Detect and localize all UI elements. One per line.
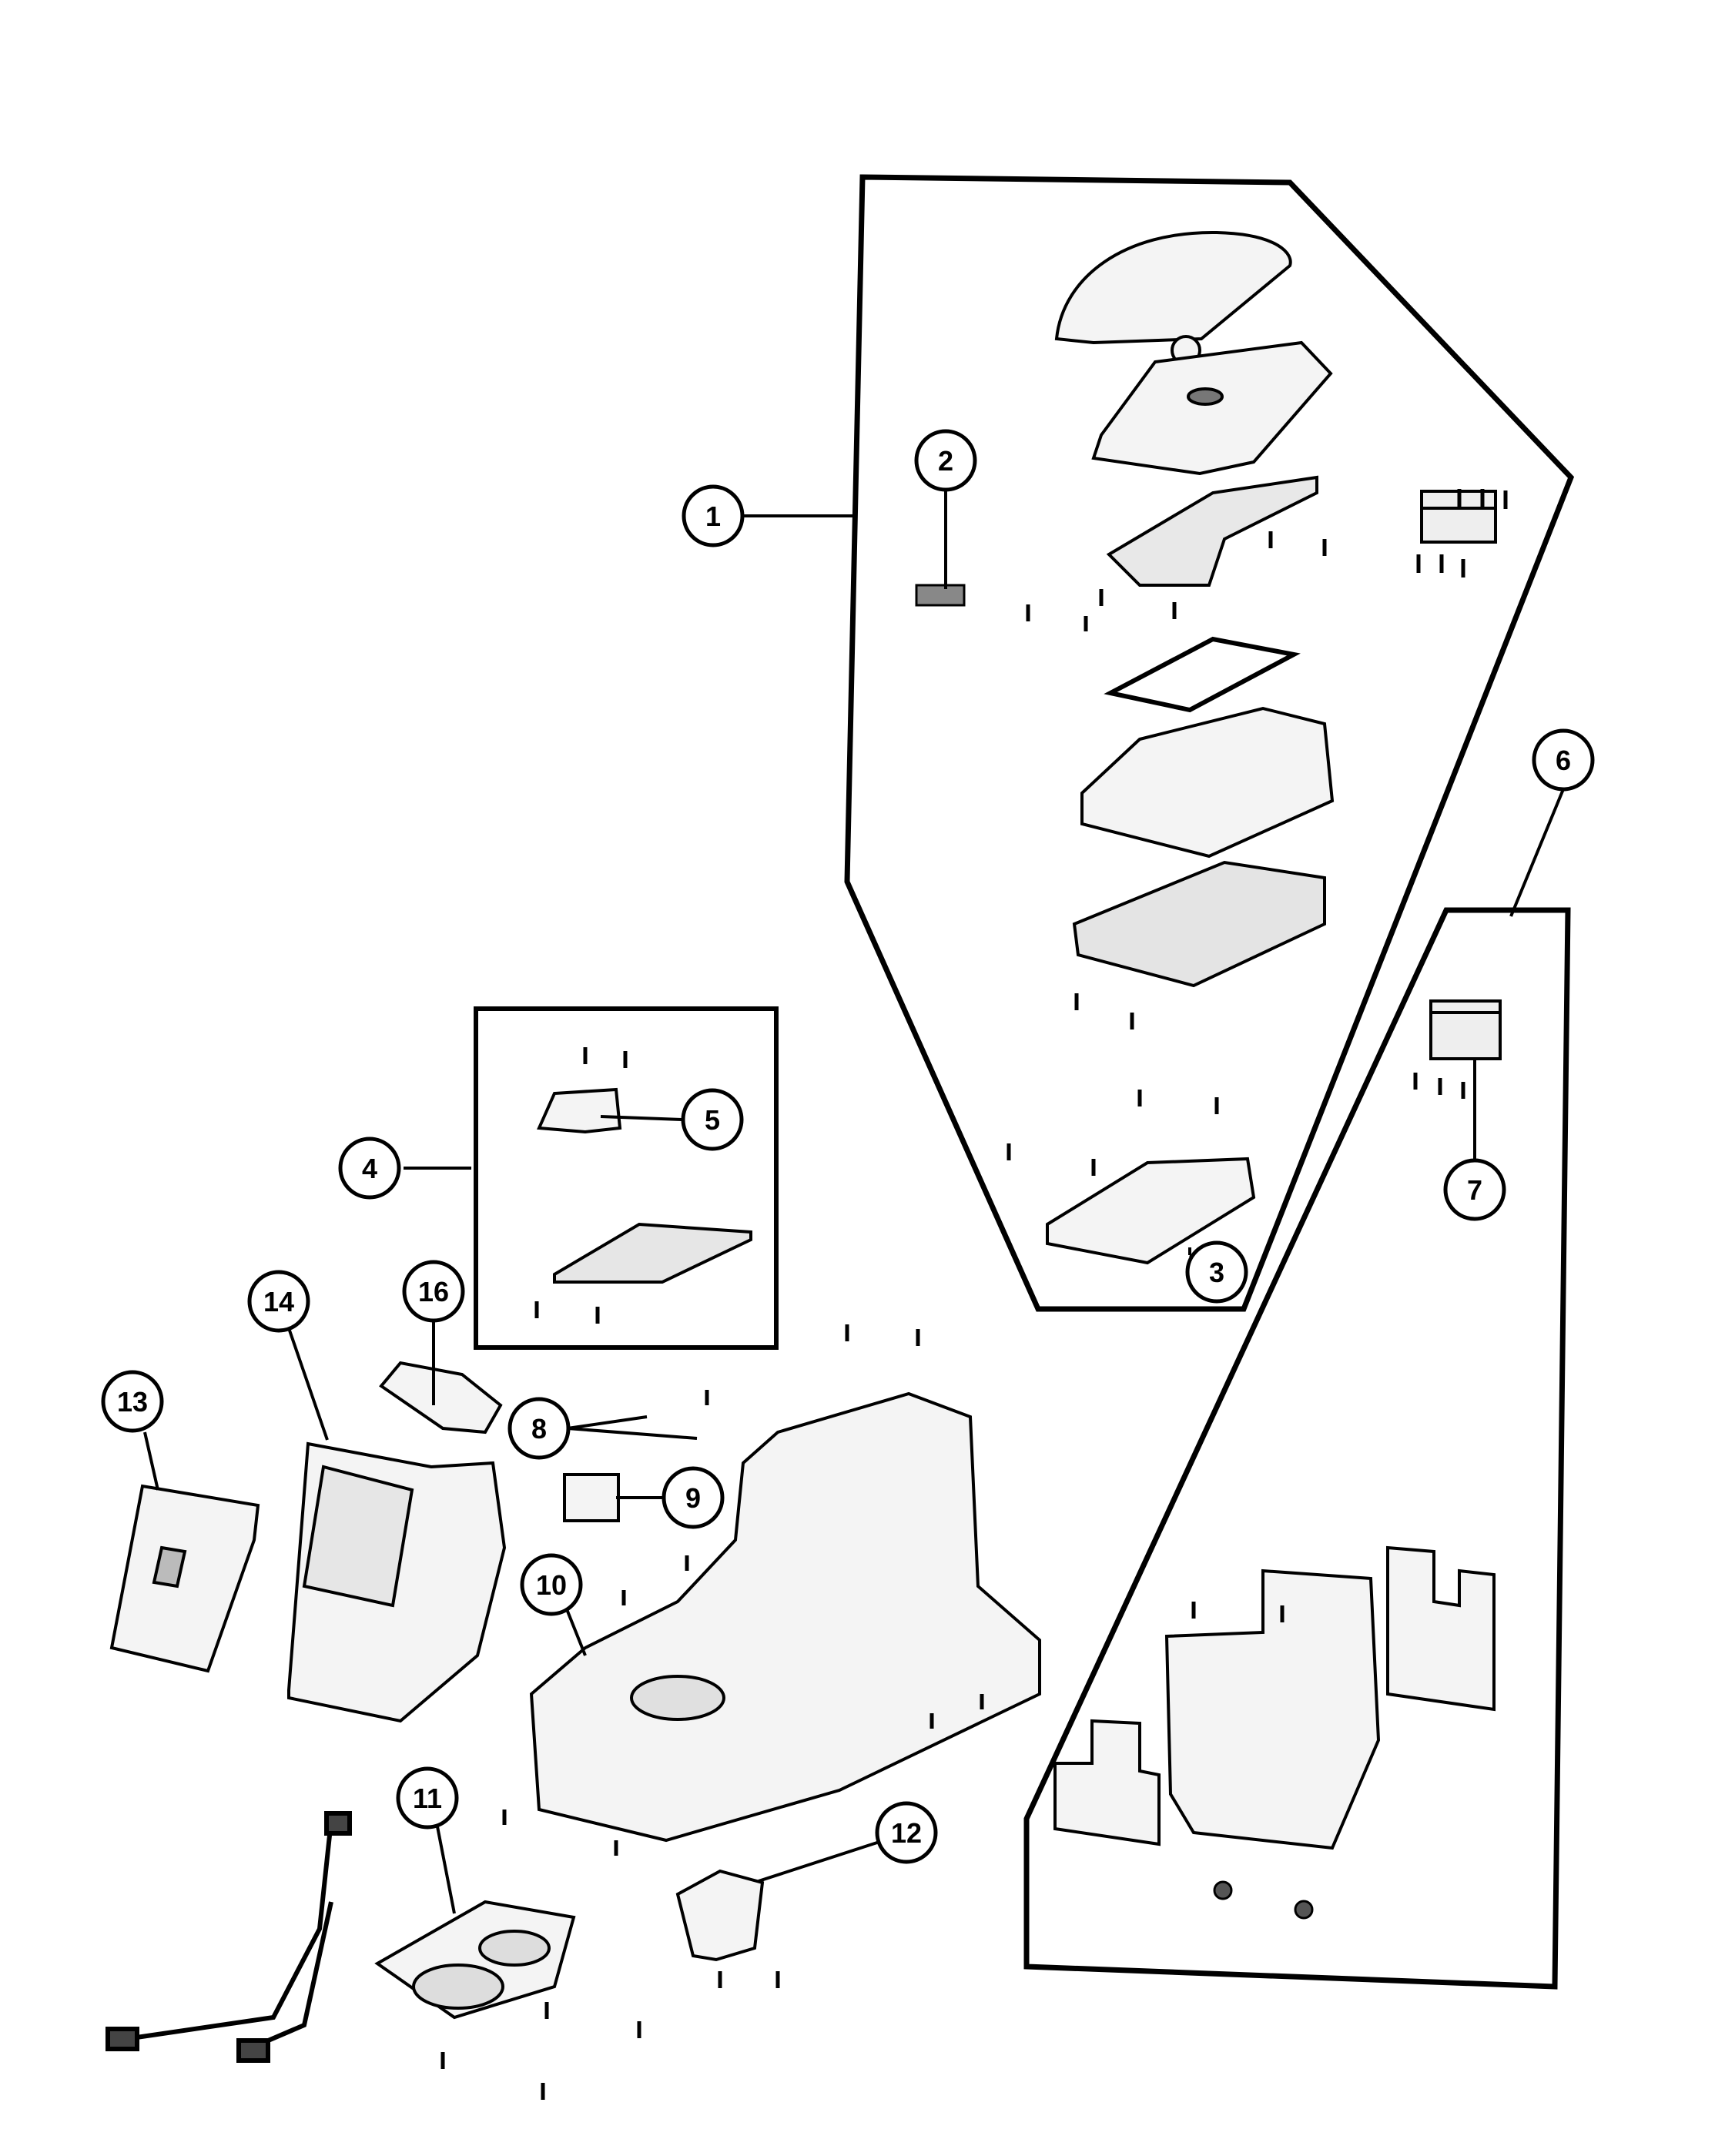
callout-2: 2 [914,429,977,492]
armrest-base-tray [1072,860,1326,988]
armrest-pad [1080,706,1335,859]
callout-5: 5 [681,1088,744,1151]
callout-11-label: 11 [413,1783,442,1814]
callout-14-label: 14 [263,1286,294,1317]
bin-bracket [1429,999,1502,1060]
storage-bin [1164,1568,1381,1850]
callout-16: 16 [402,1260,465,1323]
bin-mat-left [1053,1719,1161,1846]
bracket-16 [379,1361,503,1435]
callout-4: 4 [338,1137,401,1200]
callout-12: 12 [875,1801,938,1864]
cup-holder [374,1900,576,2020]
callout-9: 9 [662,1466,725,1529]
latch-bracket [537,1087,622,1134]
wiring-harness [106,1811,352,2063]
callout-16-label: 16 [418,1276,449,1307]
latch-part [915,584,966,607]
callout-5-label: 5 [705,1104,720,1136]
armrest-mount-plate [1046,1157,1256,1265]
clips [1213,1880,1314,1920]
shifter-bezel [109,1484,260,1673]
latch-group-box [474,1006,779,1350]
cover-9 [563,1473,620,1522]
armrest-lid-top [1091,340,1333,476]
armrest-group-outline [844,174,1575,1312]
bin-mat-right [1386,1545,1496,1712]
callout-8: 8 [507,1397,571,1460]
callout-8-label: 8 [531,1413,547,1445]
callout-6-label: 6 [1556,745,1571,776]
callout-1-label: 1 [705,500,721,532]
callout-3-label: 3 [1209,1257,1224,1288]
callout-3: 3 [1185,1240,1248,1304]
callout-13-label: 13 [117,1386,148,1418]
callout-9-label: 9 [685,1482,701,1514]
callout-7-label: 7 [1467,1174,1482,1206]
callout-6: 6 [1532,728,1595,792]
callout-14: 14 [247,1270,310,1333]
callout-11: 11 [396,1766,459,1830]
leader-lines [143,490,1565,1914]
console-body [529,1391,1041,1843]
armrest-lid-cover [1054,230,1292,366]
callout-2-label: 2 [938,445,953,477]
callout-7: 7 [1443,1158,1506,1221]
callout-10: 10 [520,1553,583,1616]
bin-group-outline [1023,907,1571,1990]
callout-10-label: 10 [536,1569,567,1601]
latch-plate [553,1222,752,1284]
armrest-hinge-frame [1106,475,1318,587]
callout-4-label: 4 [362,1153,377,1184]
armrest-seal [1104,636,1301,713]
callout-12-label: 12 [891,1817,922,1849]
callout-1: 1 [682,484,745,547]
fasteners [440,489,1508,2100]
callout-13: 13 [101,1370,164,1433]
cup-insert-12 [675,1869,765,1962]
console-bezel-frame [287,1441,507,1723]
